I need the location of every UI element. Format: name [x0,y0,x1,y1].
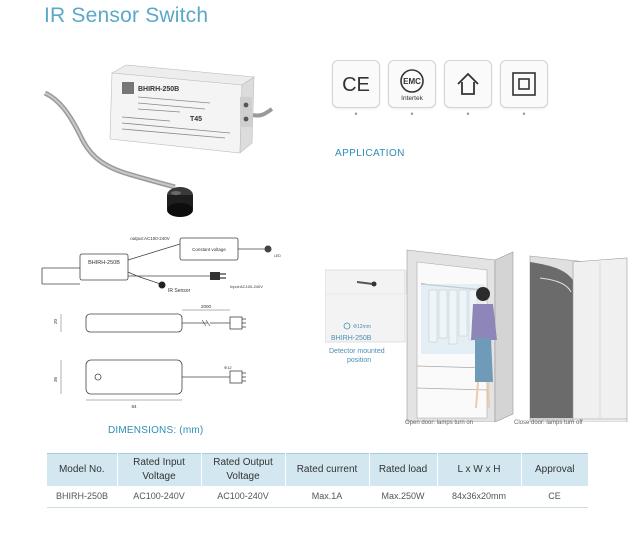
spec-table: Model No. Rated Input Voltage Rated Outp… [47,453,588,508]
table-header-row: Model No. Rated Input Voltage Rated Outp… [47,453,588,486]
wiring-led: LED [274,254,281,258]
cert-marker: • [522,109,526,119]
app-caption-line2: position [347,357,371,364]
dimensions-drawing: 20 2000 36 Φ12 84 [53,304,246,409]
cell-current: Max.1A [285,485,369,508]
cell-load: Max.250W [369,485,437,508]
dim-width-36: 36 [53,376,58,382]
dim-height-20: 20 [53,318,58,324]
wiring-output-label: output:AC100-240V [130,236,170,241]
ce-mark-icon: CE [332,60,380,108]
app-model: BHIRH-250B [331,335,372,342]
wiring-model: BHIRH-250B [88,260,120,266]
page-title: IR Sensor Switch [44,4,209,27]
open-door-caption: Open door: lamps turn on [405,420,474,426]
wiring-constant-voltage: Constant voltage [192,247,226,252]
header-dimensions: L x W x H [437,453,522,486]
header-model-no: Model No. [47,453,118,486]
close-door-caption: Close door: lamps turn off [514,420,583,426]
product-label-t: T45 [190,116,202,123]
svg-text:EMC: EMC [403,77,421,86]
cert-marker: • [354,109,358,119]
header-rated-output: Rated Output Voltage [201,453,286,486]
dim-length-84: 84 [131,404,137,409]
header-rated-current: Rated current [285,453,370,486]
cell-size: 84x36x20mm [437,485,521,508]
cert-marker: • [410,109,414,119]
svg-text:CE: CE [342,74,370,96]
cell-approval: CE [521,485,588,508]
indoor-use-icon [444,60,492,108]
dimensions-heading: DIMENSIONS: (mm) [108,425,204,436]
cell-model: BHIRH-250B [47,485,117,508]
cell-output: AC100-240V [201,485,285,508]
double-insulation-icon [500,60,548,108]
header-rated-load: Rated load [369,453,438,486]
application-heading: APPLICATION [335,148,405,159]
wiring-input-label: Input:AC100-240V [230,284,263,289]
product-label-model: BHIRH-250B [138,86,179,93]
table-row: BHIRH-250B AC100-240V AC100-240V Max.1A … [47,485,588,508]
app-diameter: Φ12mm [353,324,371,330]
wiring-diagram: BHIRH-250B output:AC100-240V Constant vo… [41,236,281,294]
dim-length-2000: 2000 [201,304,212,309]
product-photo: BHIRH-250B T45 [43,64,274,217]
dim-diameter-12: Φ12 [224,365,232,370]
emc-intertek-icon: EMC Intertek [388,60,436,108]
header-approval: Approval [521,453,588,486]
app-caption-line1: Detector mounted [329,348,385,355]
cell-input: AC100-240V [117,485,201,508]
wiring-ir-sensor: IR Sensor [168,288,191,294]
header-rated-input: Rated Input Voltage [117,453,202,486]
application-illustration: Φ12mm BHIRH-250B Detector mounted positi… [325,249,628,422]
svg-text:Intertek: Intertek [401,95,423,102]
cert-marker: • [466,109,470,119]
